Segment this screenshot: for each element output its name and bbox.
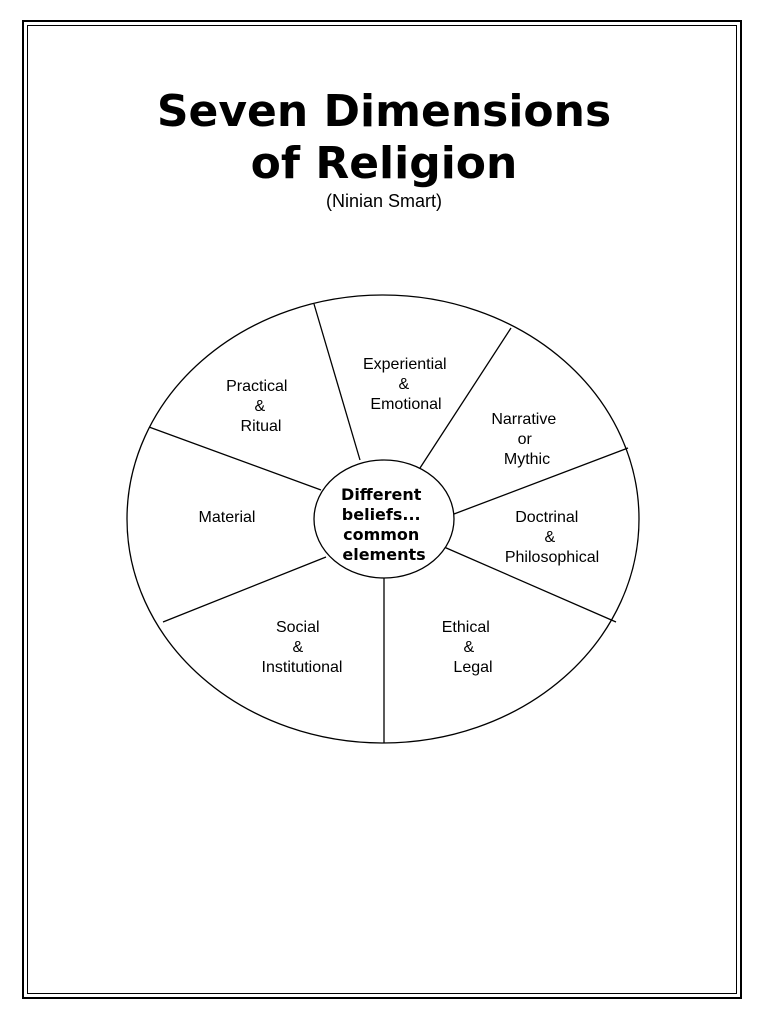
outer-ellipse	[126, 294, 640, 744]
spokes	[148, 303, 629, 743]
center-label: Different beliefs... common elements	[341, 485, 427, 564]
center-line: beliefs...	[342, 505, 421, 524]
segment-label-ethical-legal: Ethical & Legal	[442, 619, 494, 676]
page-subtitle: (Ninian Smart)	[325, 191, 443, 211]
spoke-doctrinal-ethical	[443, 546, 617, 623]
center-line: common	[343, 525, 419, 544]
segment-label-material: Material	[199, 509, 256, 526]
spoke-practical-experiential	[313, 303, 361, 461]
segment-label-social-institutional: Social & Institutional	[262, 619, 343, 676]
page-border-inner	[27, 25, 737, 994]
page-title: Seven Dimensions of Religion	[156, 86, 612, 189]
segment-label-doctrinal-philosophical: Doctrinal & Philosophical	[505, 509, 599, 566]
page-border-outer	[22, 20, 742, 999]
spoke-narrative-doctrinal	[453, 447, 629, 515]
center-line: Different	[341, 485, 422, 504]
segment-label-experiential-emotional: Experiential & Emotional	[363, 356, 451, 413]
spoke-experiential-narrative	[419, 327, 512, 469]
spoke-social-material	[162, 556, 327, 623]
segment-label-narrative-mythic: Narrative or Mythic	[491, 411, 560, 468]
spoke-material-practical	[148, 426, 322, 491]
center-line: elements	[342, 545, 425, 564]
center-ellipse	[313, 459, 455, 579]
segment-label-practical-ritual: Practical & Ritual	[226, 378, 292, 435]
